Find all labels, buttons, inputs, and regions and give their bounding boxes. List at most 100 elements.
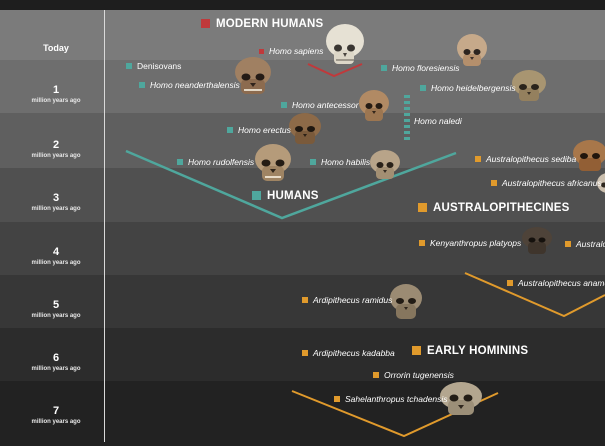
homo-sapiens-skull xyxy=(326,24,364,64)
species-homo-sapiens: Homo sapiens xyxy=(259,46,323,56)
row-unit: million years ago xyxy=(31,206,81,212)
species-kenyanthropus-platyops: Kenyanthropus platyops xyxy=(419,238,521,248)
homo-floresiensis-skull xyxy=(457,34,487,66)
row-unit: million years ago xyxy=(31,366,81,372)
row-label-7: 7 million years ago xyxy=(8,405,104,426)
species-homo-rudolfensis: Homo rudolfensis xyxy=(177,157,254,167)
row-unit: million years ago xyxy=(31,313,81,319)
species-marker xyxy=(177,159,183,165)
australopithecus-africanus-skull xyxy=(597,173,605,193)
species-label: Homo sapiens xyxy=(269,46,324,56)
modern-humans-bracket xyxy=(307,63,363,78)
species-label: Homo neanderthalensis xyxy=(150,80,240,90)
humans-bracket xyxy=(125,149,457,220)
group-australopithecines: AUSTRALOPITHECINES xyxy=(418,202,570,215)
species-label: Homo heidelbergensis xyxy=(431,83,516,93)
species-marker xyxy=(259,49,264,54)
row-value: 7 xyxy=(52,405,60,417)
species-label: Homo rudolfensis xyxy=(188,157,255,167)
australopithecines-marker xyxy=(418,203,427,212)
species-label: Homo floresiensis xyxy=(392,63,460,73)
row-label-5: 5 million years ago xyxy=(8,299,104,320)
row-label-today: Today xyxy=(8,42,104,55)
early-hominins-marker xyxy=(412,346,421,355)
ardipithecus-ramidus-skull xyxy=(390,284,422,319)
band-4 xyxy=(0,222,605,275)
species-marker xyxy=(139,82,145,88)
homo-erectus-skull xyxy=(289,113,321,144)
species-australopithecus-africanus: Australopithecus africanus xyxy=(491,178,602,188)
sahelanthropus-tchadensis-skull xyxy=(440,382,482,415)
group-early-hominins: EARLY HOMININS xyxy=(412,345,528,358)
species-label: Sahelanthropus tchadensis xyxy=(345,394,448,404)
row-unit: million years ago xyxy=(31,419,81,425)
kenyanthropus-platyops-skull xyxy=(522,227,552,254)
band-today xyxy=(0,10,605,60)
species-label: Australopithecus anamensis xyxy=(518,278,605,288)
row-label-6: 6 million years ago xyxy=(8,352,104,373)
species-label: Australopithecus sediba xyxy=(486,154,577,164)
species-marker xyxy=(381,65,387,71)
species-marker xyxy=(373,372,379,378)
species-marker xyxy=(334,396,340,402)
species-marker xyxy=(491,180,497,186)
species-marker xyxy=(419,240,425,246)
species-denisovans: Denisovans xyxy=(126,61,181,71)
species-label: Australop xyxy=(576,239,605,249)
species-marker xyxy=(126,63,132,69)
species-homo-antecessor: Homo antecessor xyxy=(281,100,359,110)
species-homo-habilis: Homo habilis xyxy=(310,157,370,167)
species-marker xyxy=(507,280,513,286)
timeline-divider xyxy=(104,10,105,442)
species-marker xyxy=(310,159,316,165)
species-homo-floresiensis: Homo floresiensis xyxy=(381,63,460,73)
row-value: Today xyxy=(43,43,69,53)
species-label: Kenyanthropus platyops xyxy=(430,238,522,248)
species-ardipithecus-kadabba: Ardipithecus kadabba xyxy=(302,348,395,358)
row-unit: million years ago xyxy=(31,98,81,104)
species-australopithecus-sediba: Australopithecus sediba xyxy=(475,154,576,164)
species-homo-erectus: Homo erectus xyxy=(227,125,291,135)
row-value: 3 xyxy=(52,192,60,204)
group-label: HUMANS xyxy=(267,190,319,202)
species-label: Homo habilis xyxy=(321,157,371,167)
homo-naledi-range-marker xyxy=(404,95,410,140)
species-australopithecus-anamensis: Australopithecus anamensis xyxy=(507,278,605,288)
homo-heidelbergensis-skull xyxy=(512,70,546,101)
row-value: 5 xyxy=(52,299,60,311)
species-marker xyxy=(565,241,571,247)
species-ardipithecus-ramidus: Ardipithecus ramidus xyxy=(302,295,392,305)
group-label: AUSTRALOPITHECINES xyxy=(433,202,570,214)
species-label: Homo naledi xyxy=(414,116,462,126)
species-label: Australopithecus africanus xyxy=(502,178,602,188)
row-unit: million years ago xyxy=(31,153,81,159)
species-label: Ardipithecus kadabba xyxy=(313,348,395,358)
species-marker xyxy=(475,156,481,162)
group-label: MODERN HUMANS xyxy=(216,18,324,30)
group-modern-humans: MODERN HUMANS xyxy=(201,18,323,31)
species-homo-naledi: Homo naledi xyxy=(414,116,462,126)
species-sahelanthropus-tchadensis: Sahelanthropus tchadensis xyxy=(334,394,448,404)
modern-humans-marker xyxy=(201,19,210,28)
species-label: Orrorin tugenensis xyxy=(384,370,454,380)
species-marker xyxy=(302,297,308,303)
row-value: 4 xyxy=(52,246,60,258)
homo-neanderthalensis-skull xyxy=(235,57,271,94)
row-label-2: 2 million years ago xyxy=(8,139,104,160)
species-marker xyxy=(227,127,233,133)
humans-marker xyxy=(252,191,261,200)
row-value: 2 xyxy=(52,139,60,151)
homo-habilis-skull xyxy=(370,150,400,179)
species-australopithecus-afarensis: Australop xyxy=(565,239,605,249)
australopithecus-sediba-skull xyxy=(573,140,605,171)
species-homo-neanderthalensis: Homo neanderthalensis xyxy=(139,80,240,90)
band-3 xyxy=(0,168,605,222)
band-1 xyxy=(0,60,605,113)
species-marker xyxy=(420,85,426,91)
species-homo-heidelbergensis: Homo heidelbergensis xyxy=(420,83,516,93)
row-value: 1 xyxy=(52,84,60,96)
species-label: Ardipithecus ramidus xyxy=(313,295,393,305)
species-label: Homo antecessor xyxy=(292,100,359,110)
